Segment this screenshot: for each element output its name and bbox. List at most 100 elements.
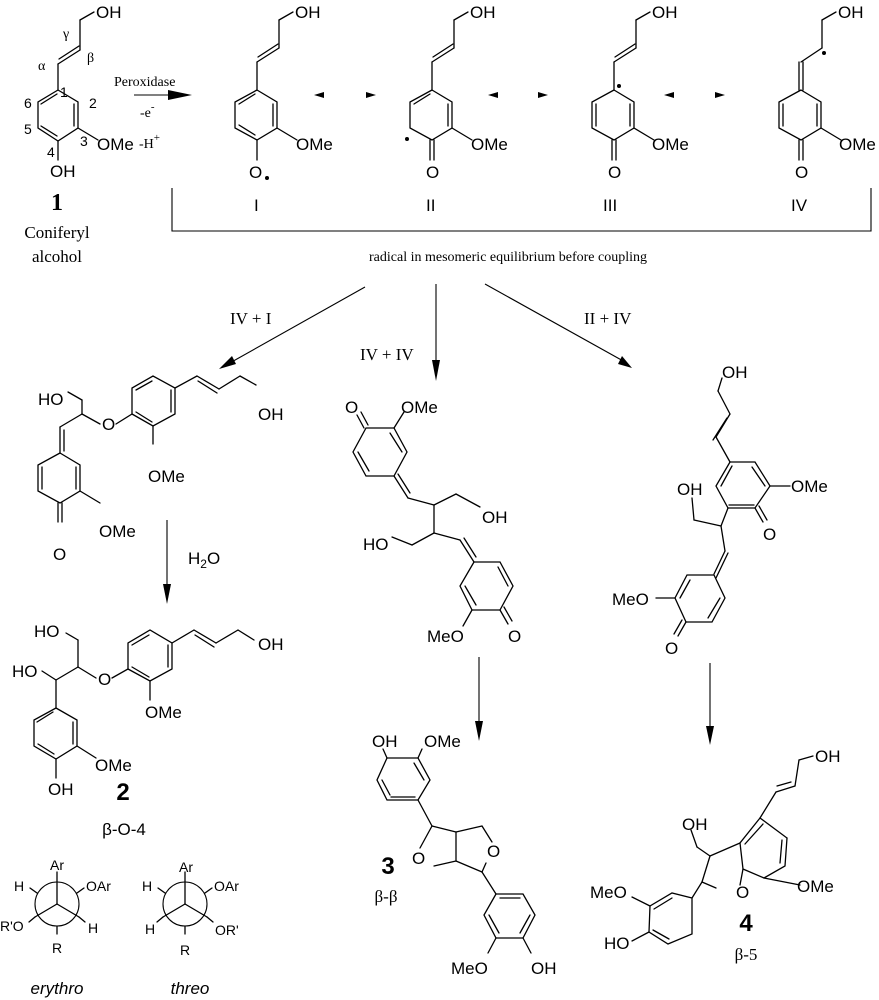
atom-label: OH: [470, 3, 496, 22]
resonance-label-III: III: [603, 196, 617, 215]
atom-label: O: [102, 415, 115, 434]
mesomeric-bracket: [171, 188, 872, 232]
atom-label: O: [508, 627, 521, 646]
newman-erythro: [28, 871, 86, 935]
radical-dot: [617, 84, 621, 88]
atom-label: OMe: [797, 877, 834, 896]
atom-label: OH: [677, 480, 703, 499]
newman-label: OAr: [214, 878, 239, 894]
coupling-label-IV-I: IV + I: [230, 309, 272, 328]
atom-label: MeO: [590, 883, 627, 902]
atom-label: OH: [838, 3, 864, 22]
atom-label: O: [608, 163, 621, 182]
atom-label: OH: [652, 3, 678, 22]
water-label: H2O: [188, 549, 220, 571]
radical-dot: [405, 137, 409, 141]
atom-label: OH: [258, 635, 284, 654]
radical-IV-structure: [778, 11, 842, 161]
coupling-arrow-center: [432, 284, 440, 381]
atom-label: O: [53, 545, 66, 564]
atom-label: MeO: [451, 959, 488, 978]
atom-label: O: [426, 163, 439, 182]
beta-label: β: [87, 51, 94, 66]
linkage-label-beta-o-4: β-O-4: [102, 820, 146, 839]
atom-label: OH: [295, 3, 321, 22]
atom-label: O: [736, 883, 749, 902]
atom-label: OH: [531, 959, 557, 978]
atom-label: MeO: [612, 590, 649, 609]
atom-label: OMe: [471, 135, 508, 154]
resonance-label-I: I: [254, 196, 259, 215]
resonance-label-II: II: [426, 196, 435, 215]
proton-loss-label: -H+: [139, 132, 160, 152]
atom-label: O: [345, 398, 358, 417]
carbon-number-1: 1: [60, 84, 68, 100]
compound-number-1: 1: [51, 190, 63, 216]
newman-label: H: [14, 878, 24, 894]
carbon-number-3: 3: [80, 133, 88, 149]
newman-label: R'O: [0, 918, 24, 934]
atom-label: OH: [48, 780, 74, 799]
atom-label: OMe: [791, 477, 828, 496]
carbon-number-5: 5: [24, 121, 32, 137]
bis-quinone-methide-beta-beta: [352, 411, 514, 627]
atom-label: OH: [682, 815, 708, 834]
reaction-arrow: [134, 90, 192, 100]
atom-label: HO: [363, 535, 389, 554]
newman-label: OR': [215, 922, 239, 938]
atom-label: HO: [34, 622, 60, 641]
atom-label: O: [98, 670, 111, 689]
atom-label: OMe: [652, 135, 689, 154]
radical-dot: [822, 51, 826, 55]
radical-III-structure: [591, 11, 655, 161]
atom-label: OH: [50, 162, 76, 181]
resonance-arrow: [664, 92, 725, 98]
coupling-label-II-IV: II + IV: [584, 309, 632, 328]
product-3-structure: [376, 748, 536, 954]
quinone-methide-beta-5: [655, 377, 791, 637]
carbon-number-4: 4: [47, 144, 55, 160]
atom-label: OH: [722, 363, 748, 382]
radical-dot: [265, 176, 269, 180]
atom-label: OMe: [99, 522, 136, 541]
newman-label: Ar: [179, 859, 193, 875]
atom-label: HO: [604, 934, 630, 953]
newman-label: R: [180, 942, 190, 958]
atom-label: O: [763, 525, 776, 544]
atom-label: O: [412, 849, 425, 868]
compound-name-line2: alcohol: [32, 247, 82, 266]
atom-label: OH: [96, 3, 122, 22]
atom-label: OH: [815, 747, 841, 766]
compound-number-4: 4: [739, 910, 753, 937]
atom-label: OMe: [424, 732, 461, 751]
resonance-label-IV: IV: [791, 196, 808, 215]
bracket-caption: radical in mesomeric equilibrium before …: [369, 250, 647, 265]
resonance-arrow: [488, 92, 548, 98]
newman-label: R: [52, 940, 62, 956]
newman-label: H: [88, 920, 98, 936]
atom-label: MeO: [427, 627, 464, 646]
atom-label: OMe: [839, 135, 876, 154]
resonance-arrow: [314, 92, 376, 98]
compound-number-3: 3: [381, 853, 394, 880]
coupling-label-IV-IV: IV + IV: [360, 345, 414, 364]
atom-label: OMe: [145, 703, 182, 722]
electron-loss-label: -e-: [140, 101, 155, 121]
reaction-arrow-beta-beta: [475, 657, 483, 741]
reaction-arrow-beta-5: [706, 663, 714, 745]
compound-name-line1: Coniferyl: [24, 223, 89, 242]
quinone-methide-beta-o-4: [37, 375, 257, 523]
newman-name-erythro: erythro: [31, 979, 84, 998]
radical-I-structure: [234, 11, 298, 161]
atom-label: HO: [38, 390, 64, 409]
atom-label: O: [665, 639, 678, 658]
atom-label: OMe: [148, 467, 185, 486]
newman-label: H: [145, 921, 155, 937]
atom-label: O: [795, 163, 808, 182]
carbon-number-2: 2: [89, 95, 97, 111]
coupling-arrow-right: [484, 283, 632, 368]
product-2-structure: [33, 629, 255, 779]
newman-threo: [156, 871, 214, 935]
coniferyl-alcohol-structure: [37, 11, 99, 161]
